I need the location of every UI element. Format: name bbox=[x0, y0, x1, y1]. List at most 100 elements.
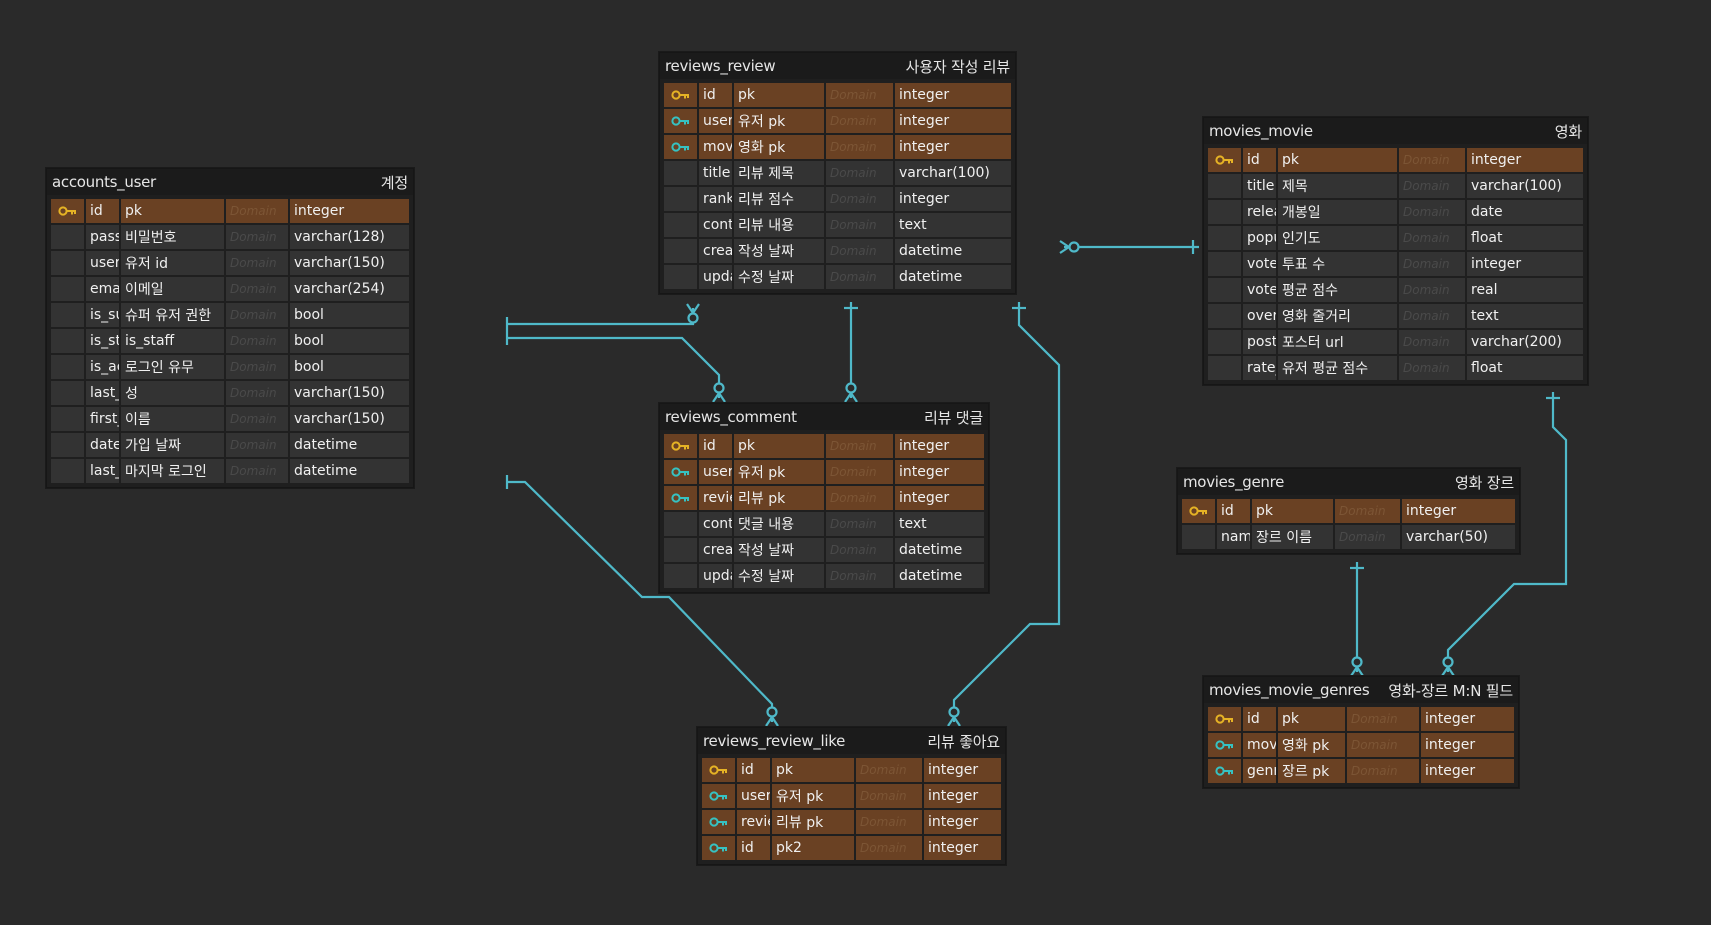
key-cell bbox=[51, 277, 84, 301]
column-name: content bbox=[699, 512, 732, 536]
column-logical-name: 리뷰 pk bbox=[734, 486, 824, 510]
column-domain: Domain bbox=[1335, 499, 1400, 523]
primary-key-icon bbox=[57, 206, 76, 216]
column-logical-name: 영화 pk bbox=[734, 135, 824, 159]
column-row[interactable]: first_name이름Domainvarchar(150) bbox=[51, 407, 409, 431]
column-row[interactable]: email이메일Domainvarchar(254) bbox=[51, 277, 409, 301]
key-cell bbox=[664, 460, 697, 484]
foreign-key-icon bbox=[670, 467, 689, 477]
foreign-key-icon bbox=[1214, 766, 1233, 776]
primary-key-icon bbox=[670, 90, 689, 100]
column-domain: Domain bbox=[226, 303, 288, 327]
column-logical-name: 수정 날짜 bbox=[734, 564, 824, 588]
column-domain: Domain bbox=[226, 199, 288, 223]
key-cell bbox=[702, 810, 735, 834]
many-cardinality-mark bbox=[953, 716, 961, 727]
column-domain: Domain bbox=[826, 486, 893, 510]
column-logical-name: 제목 bbox=[1278, 174, 1397, 198]
table-name: reviews_comment bbox=[665, 408, 797, 426]
column-type: datetime bbox=[290, 459, 409, 483]
column-logical-name: pk bbox=[772, 758, 854, 782]
many-cardinality-mark bbox=[850, 392, 858, 403]
column-logical-name: 비밀번호 bbox=[121, 225, 224, 249]
key-cell bbox=[702, 784, 735, 808]
column-row[interactable]: release_date개봉일Domaindate bbox=[1208, 200, 1583, 224]
column-row[interactable]: last_name성Domainvarchar(150) bbox=[51, 381, 409, 405]
column-row[interactable]: popularity인기도Domainfloat bbox=[1208, 226, 1583, 250]
column-logical-name: pk bbox=[734, 83, 824, 107]
many-cardinality-mark bbox=[1441, 666, 1449, 677]
key-cell bbox=[664, 434, 697, 458]
column-name: rank bbox=[699, 187, 732, 211]
key-cell bbox=[51, 381, 84, 405]
column-name: overview bbox=[1243, 304, 1276, 328]
table-columns: idpkDomainintegername장르 이름Domainvarchar(… bbox=[1178, 495, 1519, 553]
column-name: poster_path bbox=[1243, 330, 1276, 354]
many-cardinality-mark bbox=[1447, 666, 1455, 677]
optional-cardinality-mark bbox=[845, 382, 857, 394]
column-logical-name: 평균 점수 bbox=[1278, 278, 1397, 302]
column-name: movie_id bbox=[1243, 733, 1276, 757]
many-cardinality-mark bbox=[765, 716, 773, 727]
foreign-key-icon bbox=[670, 493, 689, 503]
column-type: varchar(150) bbox=[290, 251, 409, 275]
table-comment: 사용자 작성 리뷰 bbox=[905, 57, 1011, 76]
key-cell bbox=[664, 83, 697, 107]
column-row[interactable]: password비밀번호Domainvarchar(128) bbox=[51, 225, 409, 249]
column-type: bool bbox=[290, 329, 409, 353]
column-logical-name: 이름 bbox=[121, 407, 224, 431]
key-cell bbox=[664, 239, 697, 263]
